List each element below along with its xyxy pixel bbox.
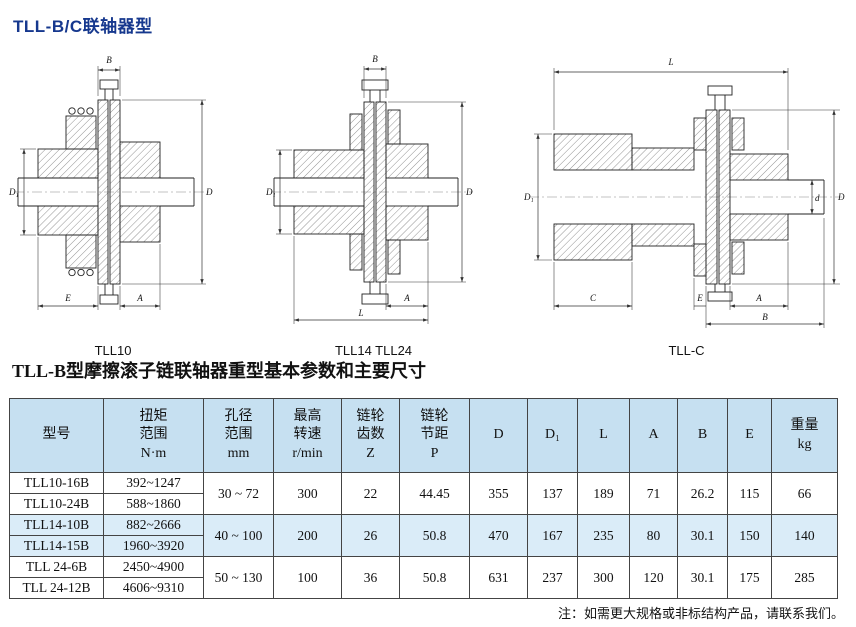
cell-weight: 140 [771,514,838,557]
col-header-teeth: 链轮 齿数 Z [341,398,400,473]
dim-label-b: B [106,55,112,65]
cell-torque: 588~1860 [103,493,204,515]
cell-D1: 167 [527,514,578,557]
cell-model: TLL14-15B [9,535,104,557]
tll10-cross-section: B D D₁ E A [8,55,213,310]
dim-label-d1: D₁ [266,187,276,197]
cell-bore: 30 ~ 72 [203,472,274,515]
dim-label-c: C [590,293,597,303]
dim-label-a: A [403,293,410,303]
dim-label-a: A [136,293,143,303]
dim-label-d1: D₁ [524,192,534,202]
cell-model: TLL14-10B [9,514,104,536]
cell-D: 470 [469,514,528,557]
col-header-model: 型号 [9,398,104,473]
cell-model: TLL 24-6B [9,556,104,578]
cell-pitch: 50.8 [399,514,470,557]
cell-D1: 137 [527,472,578,515]
drawing-caption-tll14-tll24: TLL14 TLL24 [334,343,413,358]
col-header-E: E [727,398,772,473]
cell-speed: 100 [273,556,342,599]
parameters-table: 型号 扭矩 范围 N·m 孔径 范围 mm 最高 转速 r/min 链轮 齿数 … [9,398,838,599]
cell-torque: 1960~3920 [103,535,204,557]
col-header-D1: D₁ [527,398,578,473]
dim-label-d: D [837,192,845,202]
table-row: TLL 24-6B 2450~4900 50 ~ 130 100 36 50.8… [9,556,838,599]
cell-A: 120 [629,556,678,599]
header-row: 型号 扭矩 范围 N·m 孔径 范围 mm 最高 转速 r/min 链轮 齿数 … [9,398,838,473]
cell-torque: 2450~4900 [103,556,204,578]
cell-weight: 66 [771,472,838,515]
col-header-weight: 重量 kg [771,398,838,473]
cell-pitch: 44.45 [399,472,470,515]
cell-model: TLL10-16B [9,472,104,494]
cell-B: 26.2 [677,472,728,515]
footer-note: 注：如需更大规格或非标结构产品，请联系我们。 [557,606,844,621]
table-row: TLL10-16B 392~1247 30 ~ 72 300 22 44.45 … [9,472,838,515]
cell-D: 355 [469,472,528,515]
cell-E: 150 [727,514,772,557]
cell-teeth: 22 [341,472,400,515]
dim-label-e: E [696,293,703,303]
drawing-tll14-tll24: B D D₁ A L TLL14 TLL24 [265,52,481,358]
col-header-bore: 孔径 范围 mm [203,398,274,473]
cell-D: 631 [469,556,528,599]
col-header-L: L [577,398,630,473]
dim-label-e: E [64,293,71,303]
cell-D1: 237 [527,556,578,599]
col-header-A: A [629,398,678,473]
cell-model: TLL 24-12B [9,577,104,599]
cell-L: 300 [577,556,630,599]
col-header-pitch: 链轮 节距 P [399,398,470,473]
cell-A: 71 [629,472,678,515]
dim-label-small-d: d [815,193,820,203]
table-row: TLL 24-12B 4606~9310 [9,577,838,599]
table-row: TLL14-10B 882~2666 40 ~ 100 200 26 50.8 … [9,514,838,557]
cell-model: TLL10-24B [9,493,104,515]
col-header-D: D [469,398,528,473]
cell-teeth: 26 [341,514,400,557]
col-header-speed: 最高 转速 r/min [273,398,342,473]
table-row: TLL14-15B 1960~3920 [9,535,838,557]
tll-c-cross-section: L D₁ d D C E A B [523,57,845,328]
dim-label-d1: D₁ [8,187,19,197]
col-header-torque: 扭矩 范围 N·m [103,398,204,473]
page-title: TLL-B/C联轴器型 [13,17,153,36]
cell-B: 30.1 [677,514,728,557]
drawing-caption-tll10: TLL10 [94,343,132,358]
dim-label-l: L [667,57,673,67]
cell-L: 189 [577,472,630,515]
cell-teeth: 36 [341,556,400,599]
cell-A: 80 [629,514,678,557]
col-header-B: B [677,398,728,473]
dim-label-b: B [762,312,768,322]
dim-label-a: A [755,293,762,303]
cell-L: 235 [577,514,630,557]
dim-label-l: L [357,308,363,318]
cell-bore: 50 ~ 130 [203,556,274,599]
dim-label-d: D [205,187,213,197]
cell-pitch: 50.8 [399,556,470,599]
tll14-cross-section: B D D₁ A L [265,54,473,324]
cell-speed: 300 [273,472,342,515]
section-title: TLL-B型摩擦滚子链联轴器重型基本参数和主要尺寸 [12,361,427,381]
cell-weight: 285 [771,556,838,599]
dim-label-b: B [372,54,378,64]
cell-B: 30.1 [677,556,728,599]
cell-bore: 40 ~ 100 [203,514,274,557]
drawing-caption-tll-c: TLL-C [668,343,705,358]
cell-torque: 882~2666 [103,514,204,536]
drawing-tll-c: L D₁ d D C E A B TLL-C [523,52,849,358]
cell-E: 175 [727,556,772,599]
cell-torque: 392~1247 [103,472,204,494]
cell-torque: 4606~9310 [103,577,204,599]
cell-speed: 200 [273,514,342,557]
drawing-tll10: B D D₁ E A TLL10 [8,52,218,358]
cell-E: 115 [727,472,772,515]
dim-label-d: D [465,187,473,197]
